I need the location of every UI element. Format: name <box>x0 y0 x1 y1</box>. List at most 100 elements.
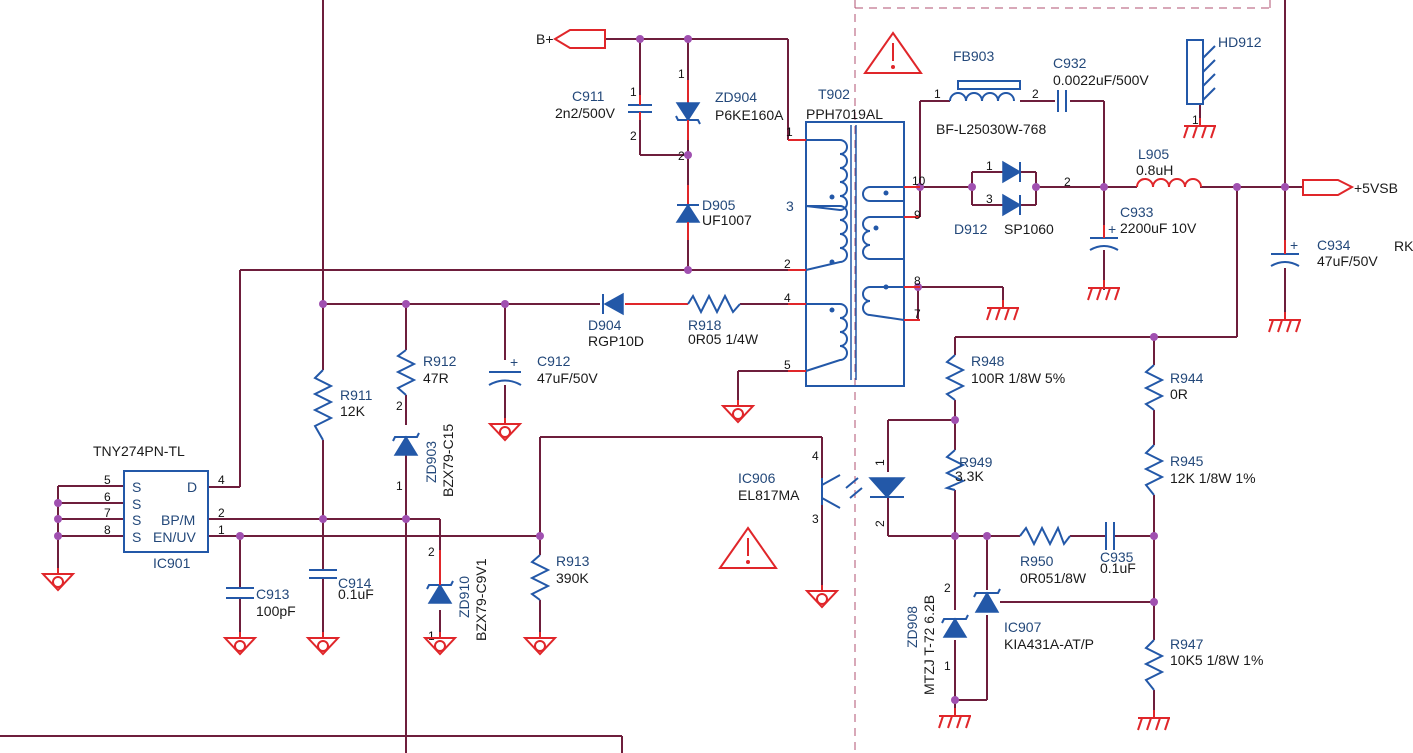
warning-triangle-icon <box>864 32 922 74</box>
svg-text:+5VSB: +5VSB <box>1354 180 1398 196</box>
svg-text:10K5 1/8W 1%: 10K5 1/8W 1% <box>1170 652 1263 668</box>
bplus-flag: B+ <box>536 29 606 49</box>
diode-d904: D904 RGP10D <box>588 292 644 349</box>
resistor-r944: R944 0R <box>1143 364 1204 411</box>
svg-text:R911: R911 <box>340 387 373 403</box>
svg-text:1: 1 <box>428 629 435 643</box>
diode-d905: D905 UF1007 <box>675 185 752 240</box>
svg-text:BP/M: BP/M <box>161 512 195 528</box>
svg-text:+: + <box>1108 221 1116 237</box>
svg-text:C932: C932 <box>1053 55 1087 71</box>
svg-text:0.8uH: 0.8uH <box>1136 162 1173 178</box>
optocoupler-ic906: 43 1 2 IC906 EL817MA <box>738 449 906 608</box>
inductor-l905: L905 0.8uH <box>1136 146 1202 188</box>
svg-text:R912: R912 <box>423 353 457 369</box>
resistor-r947: R947 10K5 1/8W 1% <box>1137 636 1263 731</box>
resistor-r912: R912 47R <box>395 349 457 396</box>
svg-text:2: 2 <box>630 129 637 143</box>
svg-text:47uF/50V: 47uF/50V <box>537 370 598 386</box>
svg-text:47R: 47R <box>423 370 449 386</box>
svg-text:C911: C911 <box>572 88 605 104</box>
svg-text:R948: R948 <box>971 353 1005 369</box>
svg-text:D905: D905 <box>702 197 736 213</box>
svg-text:1: 1 <box>396 479 403 493</box>
svg-text:C912: C912 <box>537 353 571 369</box>
capacitor-c914: C914 0.1uF <box>307 569 374 655</box>
svg-text:R918: R918 <box>688 317 722 333</box>
svg-text:10: 10 <box>912 174 926 188</box>
svg-text:+: + <box>510 354 518 370</box>
svg-text:3: 3 <box>812 512 819 526</box>
capacitor-c934: + C934 47uF/50V <box>1268 237 1378 333</box>
shunt-regulator-ic907: IC907 KIA431A-AT/P <box>973 588 1094 652</box>
svg-text:5: 5 <box>784 358 791 372</box>
svg-text:R945: R945 <box>1170 453 1204 469</box>
svg-text:RGP10D: RGP10D <box>588 333 644 349</box>
junctions <box>54 35 1289 704</box>
svg-text:BZX79-C9V1: BZX79-C9V1 <box>473 558 489 641</box>
svg-text:47uF/50V: 47uF/50V <box>1317 253 1378 269</box>
heatsink-hd912: 1 HD912 <box>1183 34 1262 139</box>
svg-text:ZD910: ZD910 <box>456 576 472 618</box>
svg-text:4: 4 <box>784 291 791 305</box>
svg-text:SP1060: SP1060 <box>1004 221 1054 237</box>
svg-text:2: 2 <box>218 506 225 520</box>
svg-text:C934: C934 <box>1317 237 1351 253</box>
svg-text:R949: R949 <box>959 454 993 470</box>
svg-text:S: S <box>132 496 141 512</box>
capacitor-c935: C935 0.1uF <box>1100 522 1136 576</box>
svg-text:EL817MA: EL817MA <box>738 487 800 503</box>
svg-text:4: 4 <box>812 449 819 463</box>
svg-text:C935: C935 <box>1100 549 1134 565</box>
svg-text:0.0022uF/500V: 0.0022uF/500V <box>1053 72 1149 88</box>
svg-text:UF1007: UF1007 <box>702 212 752 228</box>
svg-text:2n2/500V: 2n2/500V <box>555 105 616 121</box>
svg-text:2: 2 <box>1032 87 1039 101</box>
svg-text:100pF: 100pF <box>256 603 296 619</box>
capacitor-c912: + C912 47uF/50V <box>488 353 598 441</box>
svg-text:2: 2 <box>784 257 791 271</box>
svg-text:R944: R944 <box>1170 370 1204 386</box>
warning-triangle-icon <box>719 527 777 569</box>
svg-text:0R051/8W: 0R051/8W <box>1020 570 1087 586</box>
zener-zd903: 21 ZD903 BZX79-C15 <box>392 399 456 497</box>
svg-text:C933: C933 <box>1120 204 1154 220</box>
zener-zd908: 21 ZD908 MTZJ T-72 6.2B <box>904 581 972 729</box>
svg-text:L905: L905 <box>1138 146 1169 162</box>
transformer-t902: 1 3 2 4 5 10 9 8 7 T902 PPH7019AL <box>784 86 926 387</box>
svg-text:0R05 1/4W: 0R05 1/4W <box>688 331 759 347</box>
svg-text:PPH7019AL: PPH7019AL <box>806 106 883 122</box>
resistor-r913: R913 390K <box>524 553 590 655</box>
vsb-flag: +5VSB <box>1302 179 1398 196</box>
capacitor-c911: 1 2 C911 2n2/500V <box>555 85 652 143</box>
svg-text:S: S <box>132 479 141 495</box>
svg-text:1: 1 <box>630 85 637 99</box>
svg-text:TNY274PN-TL: TNY274PN-TL <box>93 443 185 459</box>
svg-text:EN/UV: EN/UV <box>153 529 196 545</box>
zener-zd904: 12 ZD904 P6KE160A <box>675 67 784 163</box>
svg-text:S: S <box>132 529 141 545</box>
svg-text:MTZJ T-72 6.2B: MTZJ T-72 6.2B <box>921 595 937 695</box>
svg-text:C913: C913 <box>256 586 290 602</box>
svg-text:2: 2 <box>1064 175 1071 189</box>
svg-text:2: 2 <box>428 545 435 559</box>
svg-text:2: 2 <box>678 149 685 163</box>
ic901: TNY274PN-TL IC901 S S S S D BP/M EN/UV 5… <box>42 443 225 591</box>
svg-text:1: 1 <box>934 87 941 101</box>
resistor-r949: R949 3.3K <box>943 449 993 491</box>
svg-text:4: 4 <box>218 473 225 487</box>
svg-text:6: 6 <box>104 490 111 504</box>
svg-text:0.1uF: 0.1uF <box>1100 560 1136 576</box>
resistor-r911: R911 12K <box>312 369 373 441</box>
svg-text:R913: R913 <box>556 553 590 569</box>
svg-text:IC907: IC907 <box>1004 619 1042 635</box>
rk-label: RK <box>1394 238 1413 254</box>
svg-text:1: 1 <box>1192 113 1199 127</box>
svg-text:IC901: IC901 <box>153 555 191 571</box>
svg-text:FB903: FB903 <box>953 48 994 64</box>
svg-text:2: 2 <box>396 399 403 413</box>
svg-text:IC906: IC906 <box>738 470 776 486</box>
svg-text:3: 3 <box>986 192 993 206</box>
svg-text:2: 2 <box>873 520 887 527</box>
